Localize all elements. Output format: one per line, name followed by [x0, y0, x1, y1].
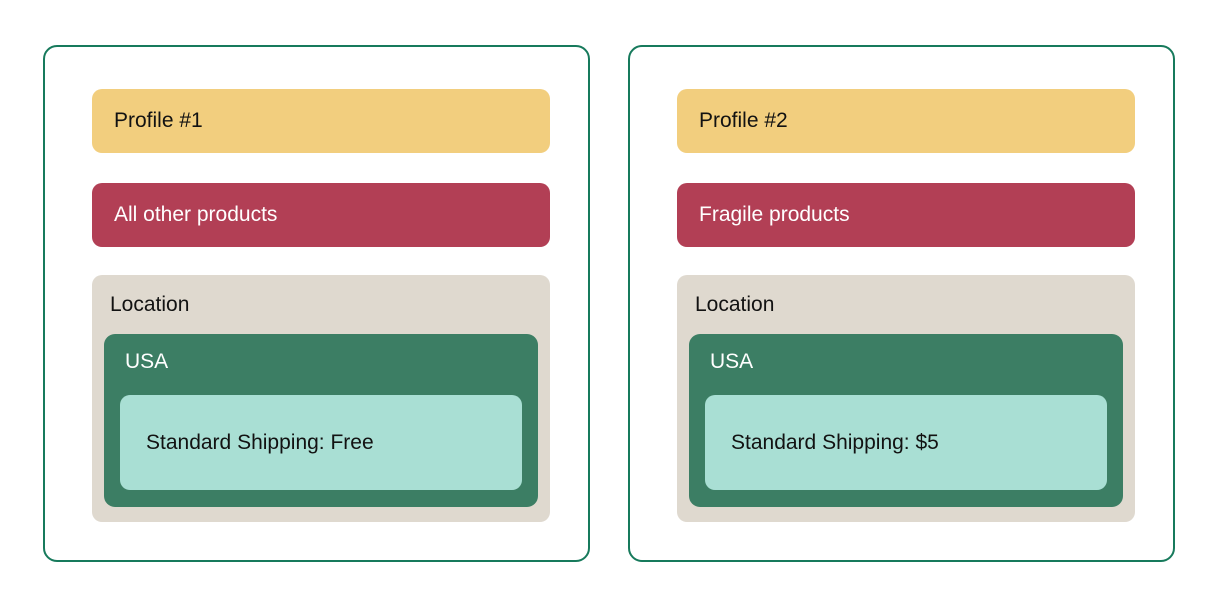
product-group-bar: All other products: [92, 183, 550, 247]
profile-card-2: Profile #2 Fragile products Location USA…: [628, 45, 1175, 562]
location-label: Location: [695, 293, 775, 316]
country-label: USA: [710, 350, 754, 373]
profile-title-bar: Profile #2: [677, 89, 1135, 153]
shipping-rate-box: Standard Shipping: $5: [705, 395, 1107, 490]
location-box: Location USA Standard Shipping: Free: [92, 275, 550, 522]
country-box: USA Standard Shipping: $5: [689, 334, 1123, 507]
product-group-bar: Fragile products: [677, 183, 1135, 247]
country-box: USA Standard Shipping: Free: [104, 334, 538, 507]
profile-card-1: Profile #1 All other products Location U…: [43, 45, 590, 562]
country-label: USA: [125, 350, 169, 373]
profile-title-bar: Profile #1: [92, 89, 550, 153]
shipping-rate-box: Standard Shipping: Free: [120, 395, 522, 490]
location-box: Location USA Standard Shipping: $5: [677, 275, 1135, 522]
location-label: Location: [110, 293, 190, 316]
